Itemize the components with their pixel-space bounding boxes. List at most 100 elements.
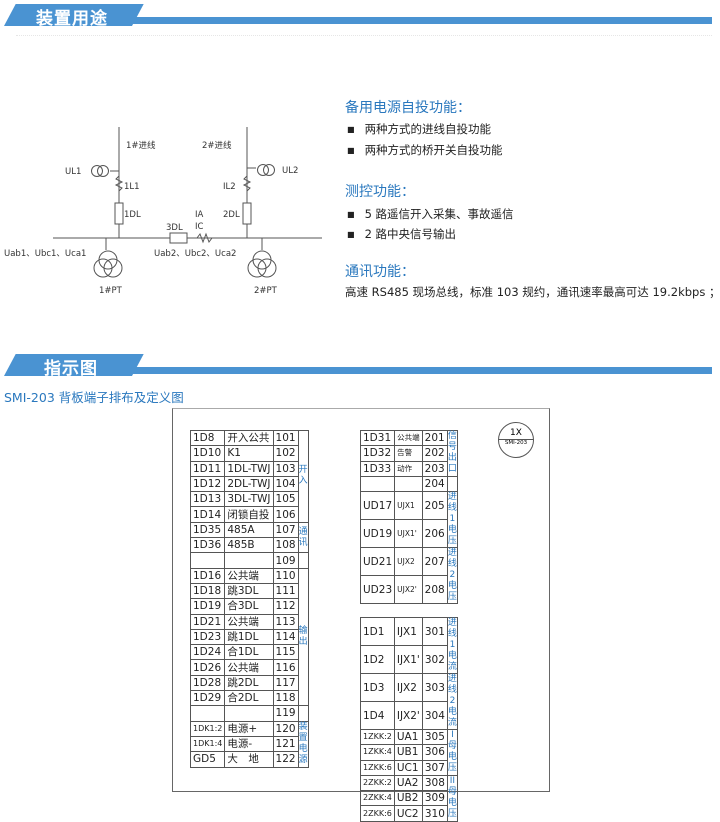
terminal-id [359, 475, 396, 493]
label-u1: Uab1、Ubc1、Uca1 [4, 249, 86, 259]
terminal-function: 合2DL [224, 690, 274, 707]
terminal-number: 103 [272, 460, 299, 477]
label-1dl: 1DL [124, 210, 141, 220]
terminal-function: 跳2DL [224, 674, 274, 692]
terminal-function: 485A [224, 521, 274, 539]
terminal-function: 公共端 [224, 613, 274, 630]
terminal-number: 307 [421, 759, 448, 776]
terminal-id: 1D19 [189, 598, 226, 615]
terminal-function: UB1 [393, 744, 423, 761]
terminal-function: 跳3DL [224, 582, 274, 600]
terminal-function: IJX2' [393, 701, 423, 730]
wiring-diagram: 1#进线 2#进线 UL1 UL2 1L1 IL2 1DL 2DL 3DL IA… [4, 127, 322, 296]
comm-text: 高速 RS485 现场总线，标准 103 规约，通讯速率最高可达 19.2kbp… [345, 285, 720, 299]
terminal-number: 306 [421, 744, 448, 761]
label-u2: Uab2、Ubc2、Uca2 [154, 249, 236, 259]
group-label [297, 552, 309, 569]
label-il2: IL2 [223, 182, 236, 192]
group-label: 进线1电压 [446, 491, 459, 549]
terminal-number: 102 [272, 445, 299, 462]
terminal-number: 119 [272, 705, 299, 722]
terminal-number: 106 [272, 506, 299, 523]
label-2dl: 2DL [223, 210, 240, 220]
label-pt2: 2#PT [254, 286, 278, 296]
terminal-function: UA1 [393, 728, 423, 746]
table-row: 204 [359, 475, 459, 493]
terminal-function: 公共端 [224, 659, 274, 676]
terminal-id: UD17 [359, 491, 396, 521]
terminal-function: 合1DL [224, 644, 274, 661]
terminal-number: 107 [272, 521, 299, 539]
terminal-function: UC2 [393, 805, 423, 822]
table-row: 109 [189, 552, 309, 569]
terminal-function: 闭锁自投 [224, 506, 274, 523]
terminal-number: 301 [421, 617, 448, 646]
diagram-subtitle: SMI-203 背板端子排布及定义图 [4, 390, 184, 405]
terminal-function: UJX2' [394, 575, 423, 605]
terminal-number: 117 [272, 674, 299, 692]
terminal-id: 1ZKK:4 [360, 744, 395, 761]
terminal-number: 110 [272, 567, 299, 584]
terminal-id: 1D28 [189, 674, 226, 692]
backup-item: 两种方式的桥开关自投功能 [347, 142, 503, 158]
page: 装置用途 1#进线 2#进线 UL1 UL2 1L1 IL2 1DL 2DL 3… [0, 0, 720, 796]
terminal-number: 120 [272, 720, 299, 737]
terminal-id: 1D14 [189, 506, 226, 523]
terminal-id: 1D16 [189, 567, 226, 584]
terminal-number: 205 [421, 491, 448, 521]
terminal-function: UA2 [393, 774, 423, 792]
terminal-function: IJX2 [393, 673, 423, 702]
group-label: 进线2电压 [446, 547, 459, 605]
terminal-function: 开入公共 [224, 429, 274, 447]
comm-title: 通讯功能： [345, 264, 415, 280]
terminal-function: 跳1DL [224, 628, 274, 646]
terminal-function: 1DL-TWJ [224, 460, 274, 477]
terminal-function [394, 475, 423, 493]
terminal-number: 116 [272, 659, 299, 676]
backup-item: 两种方式的进线自投功能 [347, 121, 492, 137]
group-label: I母电压 [446, 729, 459, 776]
terminal-number: 121 [272, 735, 299, 753]
terminal-number: 202 [421, 445, 448, 462]
terminal-number: 308 [421, 774, 448, 792]
terminal-function: 2DL-TWJ [224, 475, 274, 493]
terminal-function: 动作 [394, 460, 423, 477]
terminal-function: UJX2 [394, 547, 423, 577]
terminal-id: 1D31 [359, 429, 396, 447]
panel-badge: 1X SMI-203 [498, 422, 534, 458]
terminal-number: 206 [421, 519, 448, 549]
terminal-number: 111 [272, 582, 299, 600]
terminal-number: 108 [272, 537, 299, 554]
label-ic: IC [195, 222, 204, 232]
terminal-id: 1D23 [189, 628, 226, 646]
terminal-id: GD5 [189, 751, 226, 768]
terminal-number: 309 [421, 790, 448, 807]
terminal-function: UJX1 [394, 491, 423, 521]
terminal-id: 1D13 [189, 491, 226, 508]
terminal-id [189, 705, 226, 722]
terminal-id: UD19 [359, 519, 396, 549]
terminal-function: K1 [224, 445, 274, 462]
terminal-id: 1D24 [189, 644, 226, 661]
terminal-function: IJX1 [393, 617, 423, 646]
badge-top: 1X [499, 428, 533, 440]
terminal-number: 207 [421, 547, 448, 577]
terminal-id: 1D26 [189, 659, 226, 676]
terminal-function: 电源+ [224, 720, 274, 737]
